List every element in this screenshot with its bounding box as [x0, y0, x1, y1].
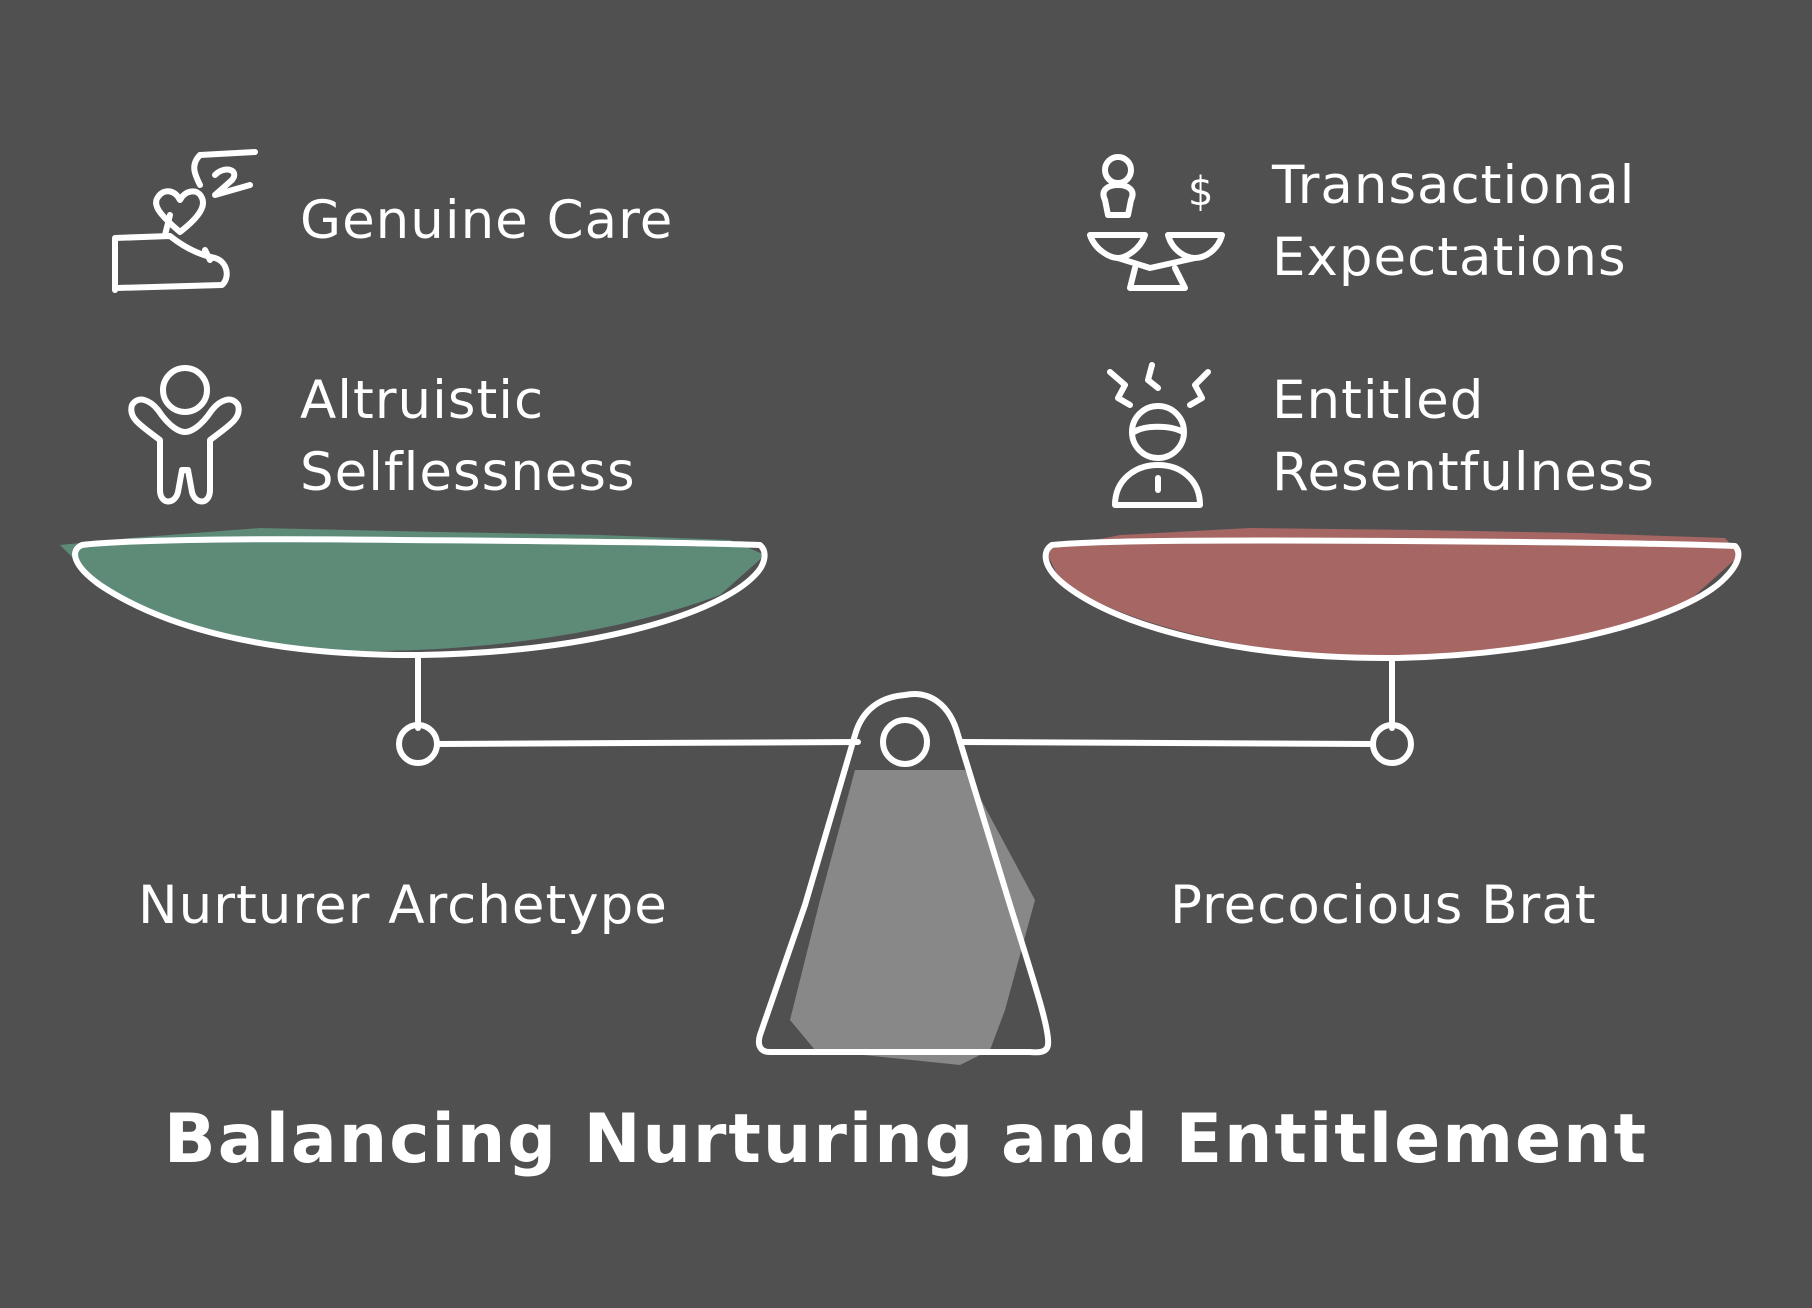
right-pan-outline [1042, 537, 1742, 662]
trait-genuine-care: Genuine Care [300, 190, 674, 251]
trait-altruistic-selflessness: Altruistic Selflessness [300, 370, 636, 503]
trait-entitled-resentfulness: Entitled Resentfulness [1272, 370, 1656, 503]
angry-person-icon [1107, 362, 1211, 508]
base-fill [790, 770, 1035, 1065]
scale-beam-left [434, 739, 861, 747]
left-pan-fill [60, 528, 765, 651]
left-archetype-label: Nurturer Archetype [138, 875, 668, 936]
left-pan-outline [72, 536, 768, 659]
raised-arms-person-icon [128, 365, 242, 505]
right-beam-joint [1370, 722, 1414, 766]
trait-transactional-expectations: Transactional Expectations [1272, 155, 1636, 288]
base-outline [755, 691, 1052, 1056]
hand-heart-icon [112, 149, 258, 293]
right-pan-fill [1045, 528, 1740, 658]
diagram-title: Balancing Nurturing and Entitlement [163, 1100, 1649, 1179]
person-money-scale-icon: $ [1087, 154, 1225, 291]
right-archetype-label: Precocious Brat [1170, 875, 1597, 936]
pivot [880, 717, 930, 767]
left-beam-joint [396, 722, 440, 766]
scale-beam-right [957, 739, 1376, 747]
svg-text:$: $ [1188, 169, 1213, 215]
